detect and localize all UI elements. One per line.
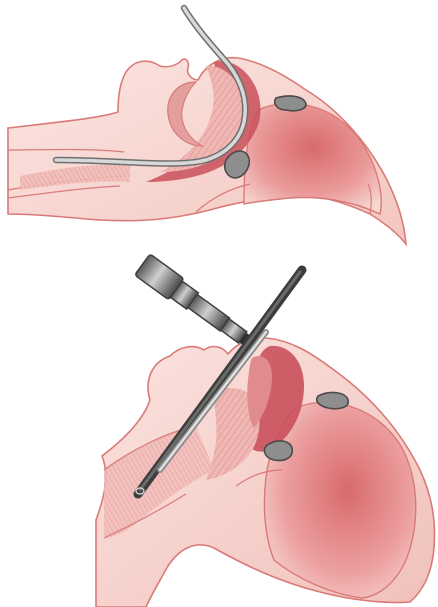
bottom-figure	[96, 254, 434, 607]
bottom-bone-upper	[317, 393, 348, 409]
top-skull-interior	[244, 103, 381, 214]
top-bone-upper	[275, 96, 306, 111]
top-figure	[8, 8, 406, 244]
bottom-bone-lower	[264, 441, 292, 461]
